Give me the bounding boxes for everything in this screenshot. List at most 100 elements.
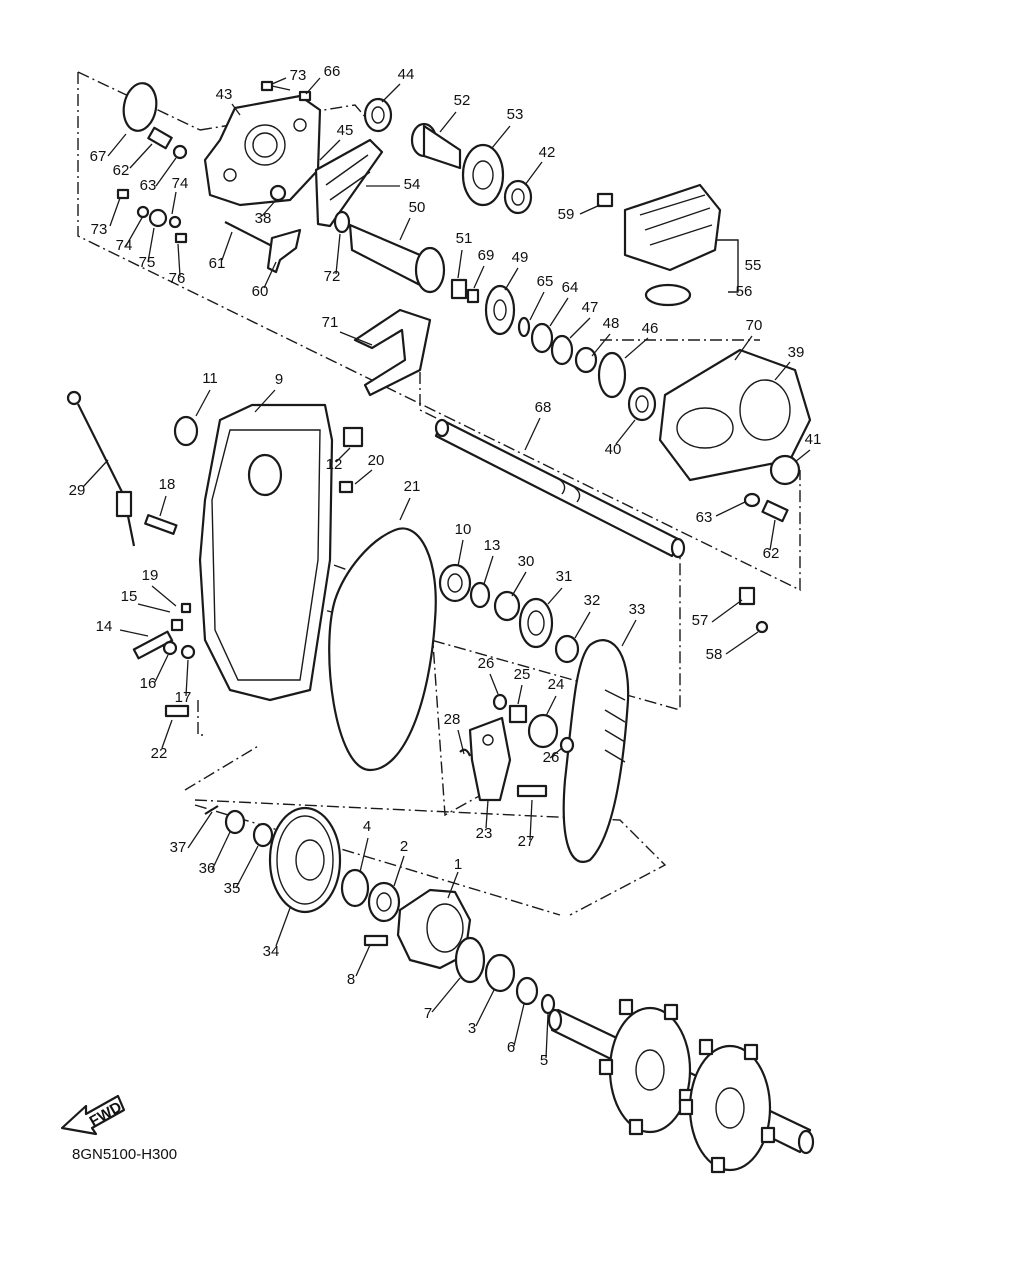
tensioner-arm-23: [468, 716, 512, 802]
oil-seal-11: [173, 415, 199, 447]
callout-3: 3: [468, 1020, 476, 1037]
callout-22: 22: [151, 745, 168, 762]
callout-43: 43: [216, 86, 233, 103]
callout-7: 7: [424, 1005, 432, 1022]
callout-21: 21: [404, 478, 421, 495]
callout-45: 45: [337, 122, 354, 139]
callout-44: 44: [398, 66, 415, 83]
circlip-38: [269, 184, 287, 202]
seal-3: [484, 953, 516, 993]
small-parts-73-76: [116, 188, 188, 244]
callout-66: 66: [324, 63, 341, 80]
callout-40: 40: [605, 441, 622, 458]
sprocket-53: [461, 143, 505, 207]
drive-chain-54: [314, 138, 384, 228]
bolt-73-top: [260, 80, 291, 92]
circlip-72: [333, 210, 351, 234]
callout-64: 64: [562, 279, 579, 296]
leader-lines: [82, 77, 811, 1059]
track-sprocket-right: [678, 1038, 776, 1174]
sleeve-30: [493, 590, 521, 622]
callout-67: 67: [90, 148, 107, 165]
callout-25: 25: [514, 666, 531, 683]
callout-76: 76: [169, 270, 186, 287]
bolt-27-clip-28: [459, 748, 548, 798]
callout-28: 28: [444, 711, 461, 728]
callout-30: 30: [518, 553, 535, 570]
chaincase-half-9: [198, 403, 334, 702]
callout-72: 72: [324, 268, 341, 285]
callout-27: 27: [518, 833, 535, 850]
callout-58: 58: [706, 646, 723, 663]
callout-74: 74: [172, 175, 189, 192]
callout-20: 20: [368, 452, 385, 469]
bearing-47-48: [550, 334, 598, 374]
callout-1: 1: [454, 856, 462, 873]
o-ring-7: [454, 936, 486, 984]
callout-13: 13: [484, 537, 501, 554]
shift-fork-61-60: [224, 221, 302, 274]
callout-48: 48: [603, 315, 620, 332]
callout-41: 41: [805, 431, 822, 448]
callout-73: 73: [290, 67, 307, 84]
sprocket-46: [597, 351, 627, 399]
callout-52: 52: [454, 92, 471, 109]
callout-26: 26: [478, 655, 495, 672]
callout-49: 49: [512, 249, 529, 266]
callout-74: 74: [116, 237, 133, 254]
callout-55: 55: [745, 257, 762, 274]
bearing-51-69: [450, 278, 480, 304]
callout-65: 65: [537, 273, 554, 290]
stud-18: [144, 514, 178, 535]
callout-37: 37: [170, 839, 187, 856]
callout-54: 54: [404, 176, 421, 193]
callout-38: 38: [255, 210, 272, 227]
clutch-49: [484, 284, 516, 336]
callout-69: 69: [478, 247, 495, 264]
callout-11: 11: [202, 370, 218, 387]
dipstick-29: [66, 390, 136, 547]
callout-26: 26: [543, 749, 560, 766]
callout-63: 63: [696, 509, 713, 526]
callout-60: 60: [252, 283, 269, 300]
callout-23: 23: [476, 825, 493, 842]
callout-17: 17: [175, 689, 192, 706]
callout-68: 68: [535, 399, 552, 416]
callout-35: 35: [224, 880, 241, 897]
pin-37: [204, 805, 219, 815]
drive-axle: [547, 998, 815, 1174]
callout-47: 47: [582, 299, 599, 316]
shaft-gear-52: [410, 122, 462, 170]
roller-24-25-26: [492, 693, 575, 754]
callout-24: 24: [548, 676, 565, 693]
callout-5: 5: [540, 1052, 548, 1069]
bolt-66: [298, 90, 312, 102]
callout-50: 50: [409, 199, 426, 216]
callout-4: 4: [363, 818, 371, 835]
bearing-10: [438, 563, 472, 603]
callout-73: 73: [91, 221, 108, 238]
bolt-8: [363, 934, 389, 947]
callout-32: 32: [584, 592, 601, 609]
gear-34: [268, 806, 342, 914]
chain-33: [562, 639, 630, 863]
damper-57-58: [738, 586, 769, 634]
nut-36-washer-35: [224, 809, 274, 848]
callout-31: 31: [556, 568, 573, 585]
callout-53: 53: [507, 106, 524, 123]
callout-71: 71: [322, 314, 339, 331]
shaft-50: [348, 223, 446, 294]
callout-56: 56: [736, 283, 753, 300]
washers-65-64: [517, 316, 554, 354]
callout-51: 51: [456, 230, 473, 247]
callout-57: 57: [692, 612, 709, 629]
diagram-code: 8GN5100-H300: [72, 1146, 178, 1163]
callout-14: 14: [96, 618, 113, 635]
callout-10: 10: [455, 521, 472, 538]
callout-39: 39: [788, 344, 805, 361]
callout-62: 62: [763, 545, 780, 562]
chain-21: [328, 527, 437, 772]
callout-62: 62: [113, 162, 130, 179]
